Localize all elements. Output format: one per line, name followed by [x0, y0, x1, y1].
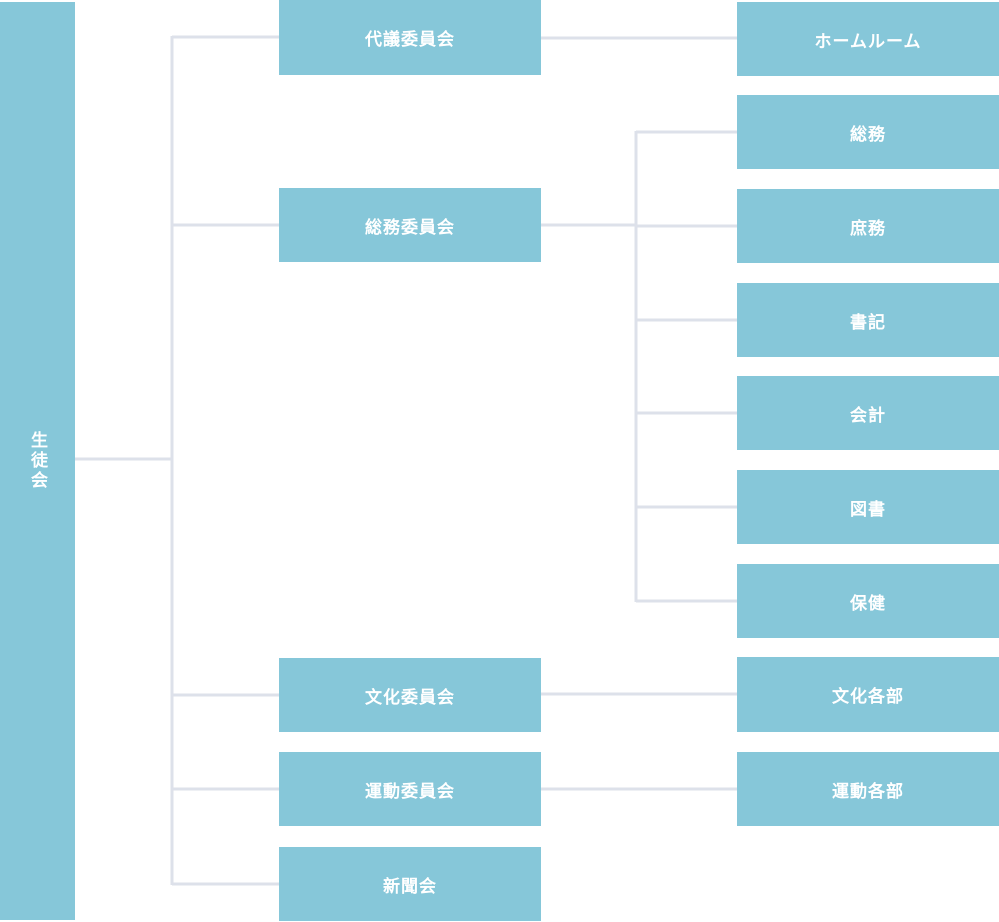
node-bunka-iinkai: 文化委員会 [279, 658, 541, 732]
node-shomu-label: 庶務 [850, 218, 886, 239]
node-bunka-kakubu: 文化各部 [737, 657, 999, 732]
node-kaikei-label: 会計 [850, 405, 886, 426]
node-seitokai: 生徒会 [0, 2, 75, 920]
node-shoki-label: 書記 [850, 312, 886, 333]
node-undo-iinkai: 運動委員会 [279, 752, 541, 826]
node-somu-iinkai-label: 総務委員会 [365, 217, 455, 238]
node-homeroom: ホームルーム [737, 2, 999, 76]
node-daigi-iinkai: 代議委員会 [279, 0, 541, 75]
node-bunka-iinkai-label: 文化委員会 [365, 687, 455, 708]
node-bunka-kakubu-label: 文化各部 [832, 687, 904, 707]
node-daigi-iinkai-label: 代議委員会 [365, 30, 455, 50]
node-undo-kakubu: 運動各部 [737, 752, 999, 826]
node-shomu: 庶務 [737, 189, 999, 263]
node-shinbunkai: 新聞会 [279, 847, 541, 921]
node-somu-label: 総務 [850, 124, 886, 145]
node-kaikei: 会計 [737, 376, 999, 450]
node-tosho: 図書 [737, 470, 999, 544]
node-seitokai-label: 生徒会 [27, 431, 47, 491]
node-hoken: 保健 [737, 564, 999, 638]
node-hoken-label: 保健 [850, 593, 886, 614]
node-shinbunkai-label: 新聞会 [383, 876, 437, 897]
node-undo-iinkai-label: 運動委員会 [365, 781, 455, 802]
node-undo-kakubu-label: 運動各部 [832, 781, 904, 802]
node-somu-iinkai: 総務委員会 [279, 188, 541, 262]
node-homeroom-label: ホームルーム [814, 31, 922, 52]
node-shoki: 書記 [737, 283, 999, 357]
node-tosho-label: 図書 [850, 499, 886, 520]
node-somu: 総務 [737, 95, 999, 169]
